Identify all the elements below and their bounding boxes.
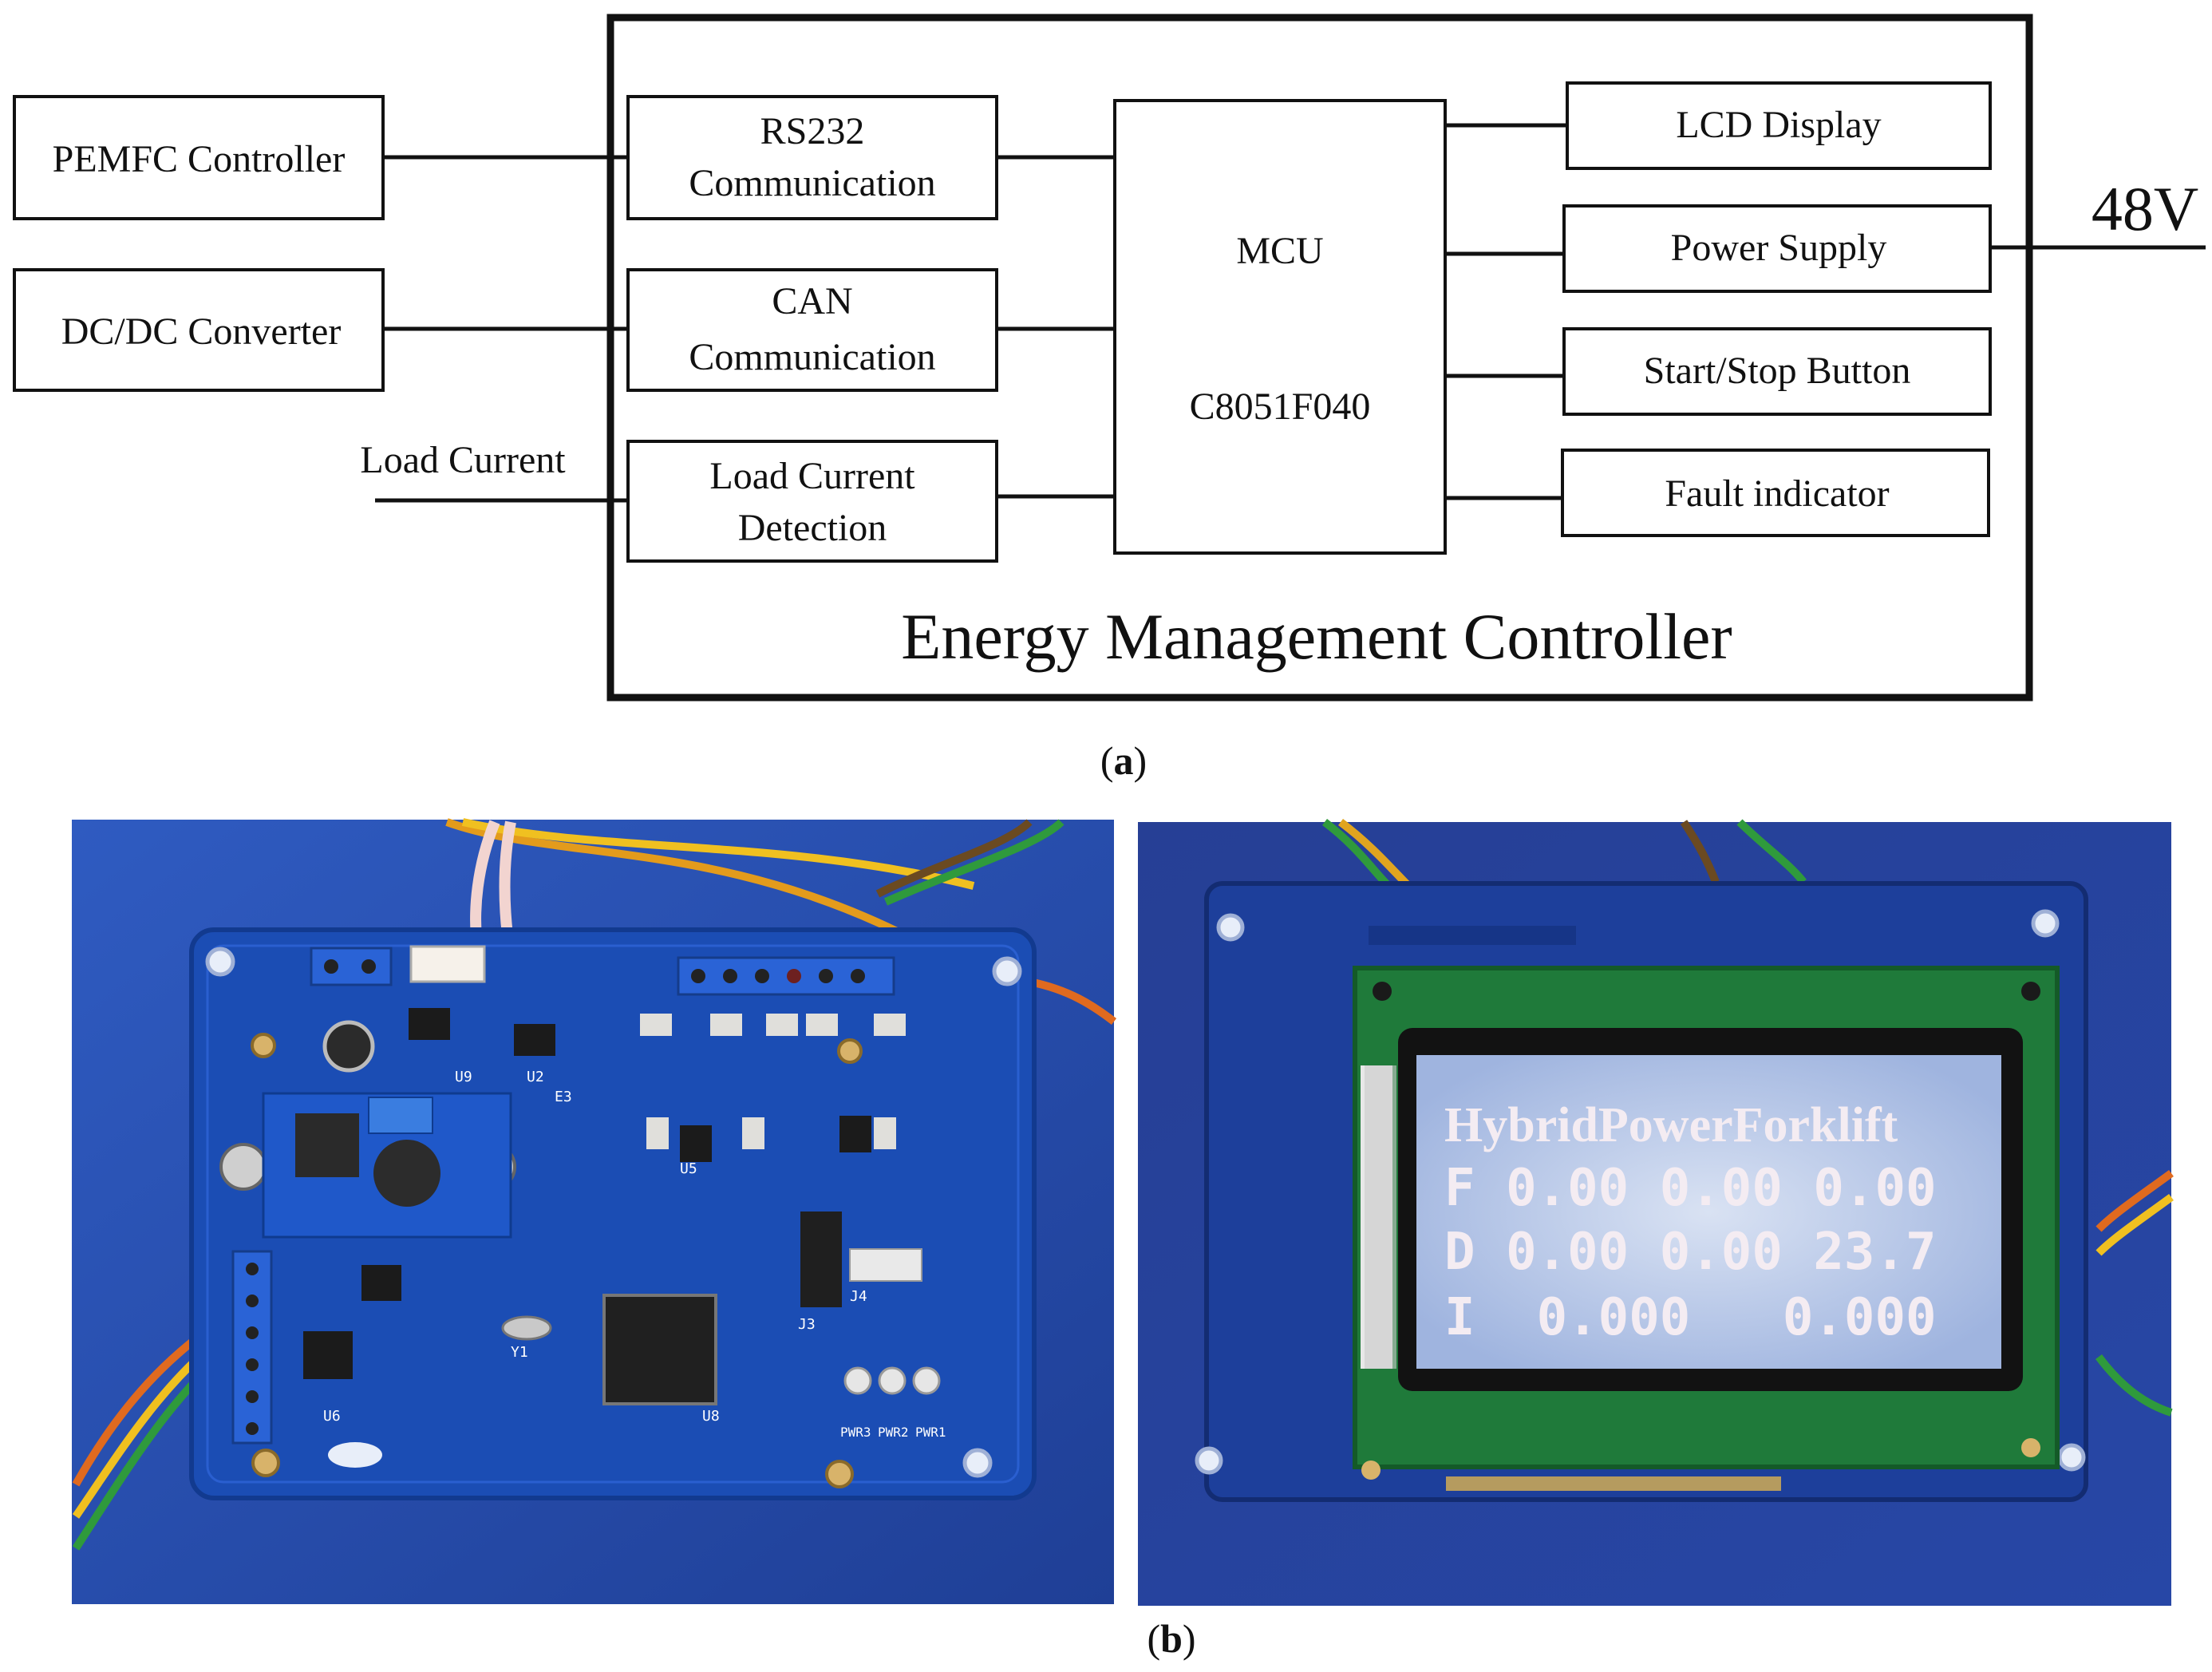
pcb-label-0: U9 bbox=[455, 1069, 472, 1085]
pcb-label-11: PWR1 bbox=[915, 1425, 946, 1440]
pcb-label-9: PWR3 bbox=[840, 1425, 871, 1440]
rs232-label-line1: RS232 bbox=[760, 110, 865, 152]
can-communication-box bbox=[626, 268, 998, 392]
voltage-48v-label: 48V bbox=[2092, 174, 2198, 243]
load-detection-label-line1: Load Current bbox=[709, 455, 915, 497]
power-supply-label: Power Supply bbox=[1671, 227, 1887, 269]
energy-management-controller-title: Energy Management Controller bbox=[901, 600, 1732, 673]
pcb-label-8: Y1 bbox=[511, 1344, 528, 1361]
caption-b: (b) bbox=[1147, 1616, 1195, 1661]
photo-lcd: HybridPowerForklift F 0.00 0.00 0.00 D 0… bbox=[1138, 819, 2174, 1606]
load-current-input-label: Load Current bbox=[360, 439, 566, 481]
start-stop-button-label: Start/Stop Button bbox=[1644, 350, 1911, 392]
lcd-line-2: F 0.00 0.00 0.00 bbox=[1444, 1159, 1937, 1218]
dcdc-converter-label: DC/DC Converter bbox=[61, 310, 342, 353]
pcb-label-4: U6 bbox=[323, 1408, 341, 1425]
can-label-line2: Communication bbox=[689, 336, 935, 378]
pemfc-controller-label: PEMFC Controller bbox=[53, 138, 346, 180]
power-supply-box bbox=[1562, 204, 1992, 293]
start-stop-button-box bbox=[1562, 327, 1992, 416]
rs232-label-line2: Communication bbox=[689, 162, 935, 204]
caption-a-letter: a bbox=[1114, 738, 1134, 783]
lcd-display-box bbox=[1566, 81, 1992, 170]
load-current-detection-box bbox=[626, 440, 998, 563]
pcb-label-6: J3 bbox=[798, 1316, 816, 1333]
caption-b-letter: b bbox=[1160, 1616, 1183, 1661]
mcu-box bbox=[1113, 99, 1447, 555]
lcd-line-1: HybridPowerForklift bbox=[1444, 1098, 1898, 1152]
can-label-line1: CAN bbox=[772, 280, 852, 322]
pemfc-controller-box bbox=[13, 95, 385, 220]
block-diagram: PEMFC Controller DC/DC Converter RS232 C… bbox=[13, 14, 2206, 702]
pcb-label-1: U2 bbox=[527, 1069, 544, 1085]
pcb-label-10: PWR2 bbox=[878, 1425, 909, 1440]
rs232-communication-box bbox=[626, 95, 998, 220]
pcb-label-2: E3 bbox=[555, 1089, 572, 1105]
dcdc-converter-box bbox=[13, 268, 385, 392]
lcd-line-3: D 0.00 0.00 23.7 bbox=[1444, 1223, 1937, 1282]
lcd-display-label: LCD Display bbox=[1676, 104, 1881, 146]
photo-pcb: U9 U2 E3 U5 U6 U8 J3 J4 Y1 PWR3 PWR2 PWR… bbox=[72, 818, 1117, 1604]
lcd-line-4: I 0.000 0.000 bbox=[1444, 1288, 1937, 1347]
mcu-label: MCU bbox=[1236, 230, 1323, 272]
fault-indicator-box bbox=[1561, 449, 1990, 537]
fault-indicator-label: Fault indicator bbox=[1665, 472, 1889, 515]
caption-a: (a) bbox=[1100, 738, 1147, 783]
pcb-label-3: U5 bbox=[680, 1160, 697, 1177]
load-detection-label-line2: Detection bbox=[738, 507, 887, 549]
mcu-part-number: C8051F040 bbox=[1190, 385, 1371, 428]
pcb-label-7: J4 bbox=[850, 1288, 867, 1305]
pcb-label-5: U8 bbox=[702, 1408, 720, 1425]
